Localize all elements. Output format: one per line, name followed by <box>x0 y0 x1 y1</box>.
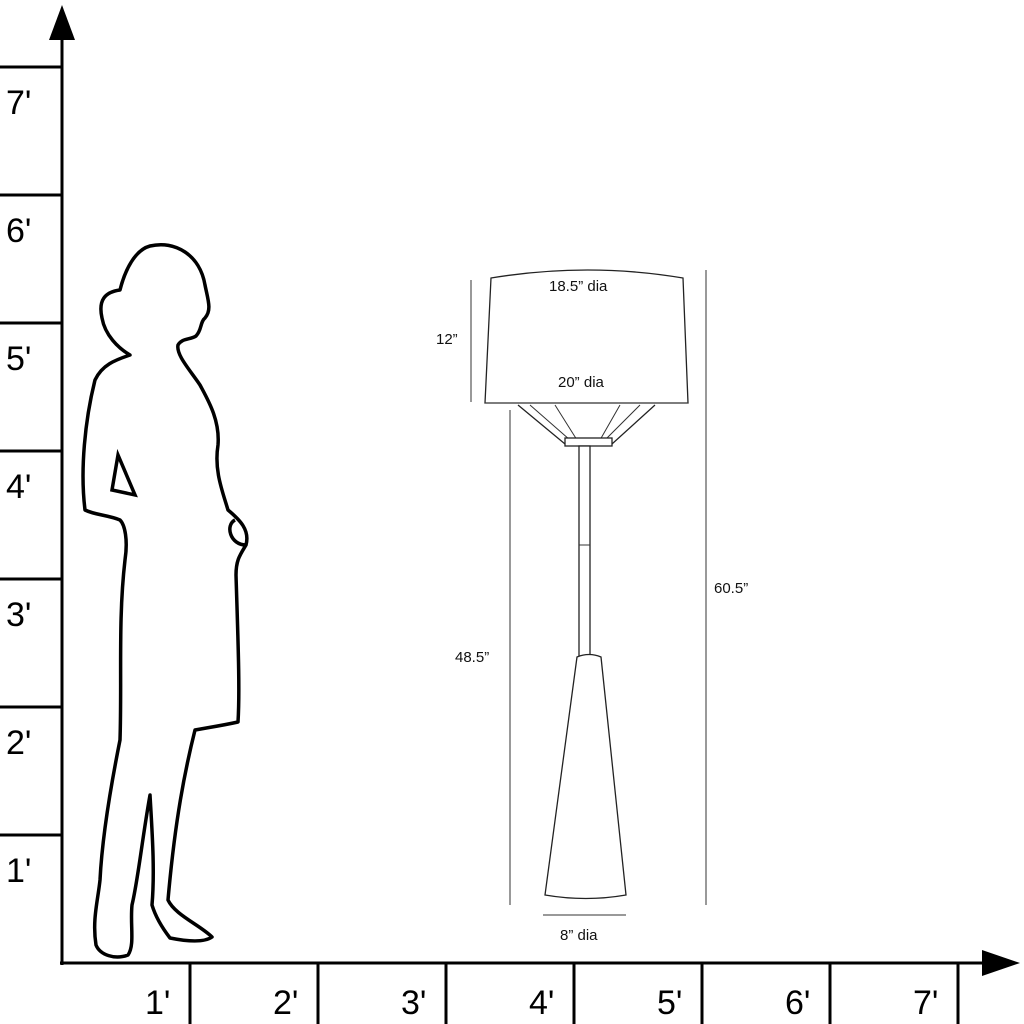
x-label-7ft: 7' <box>913 984 938 1022</box>
y-axis-arrow-icon <box>49 5 75 40</box>
shade-bottom-dia-label: 20” dia <box>558 374 605 391</box>
x-label-2ft: 2' <box>273 984 298 1022</box>
x-label-3ft: 3' <box>401 984 426 1022</box>
base-dia-label: 8” dia <box>560 927 598 944</box>
lamp-shade <box>484 269 689 404</box>
lamp-stem <box>578 445 591 658</box>
woman-silhouette-icon <box>81 243 249 959</box>
x-label-4ft: 4' <box>529 984 554 1022</box>
woman-arm-detail <box>109 448 247 547</box>
shade-height-label: 12” <box>436 331 458 348</box>
y-label-5ft: 5' <box>6 340 31 378</box>
y-label-1ft: 1' <box>6 852 31 890</box>
y-label-6ft: 6' <box>6 212 31 250</box>
floor-lamp-drawing <box>470 269 707 916</box>
y-label-2ft: 2' <box>6 724 31 762</box>
x-label-1ft: 1' <box>145 984 170 1022</box>
shade-top-dia-label: 18.5” dia <box>549 278 608 295</box>
y-label-4ft: 4' <box>6 468 31 506</box>
y-ticks <box>0 65 62 837</box>
x-ticks <box>188 963 960 1024</box>
overall-height-label: 60.5” <box>714 580 748 597</box>
x-label-6ft: 6' <box>785 984 810 1022</box>
base-height-label: 48.5” <box>455 649 489 666</box>
lamp-base <box>544 653 627 900</box>
y-label-7ft: 7' <box>6 84 31 122</box>
x-axis-arrow-icon <box>982 950 1020 976</box>
x-label-5ft: 5' <box>657 984 682 1022</box>
y-label-3ft: 3' <box>6 596 31 634</box>
